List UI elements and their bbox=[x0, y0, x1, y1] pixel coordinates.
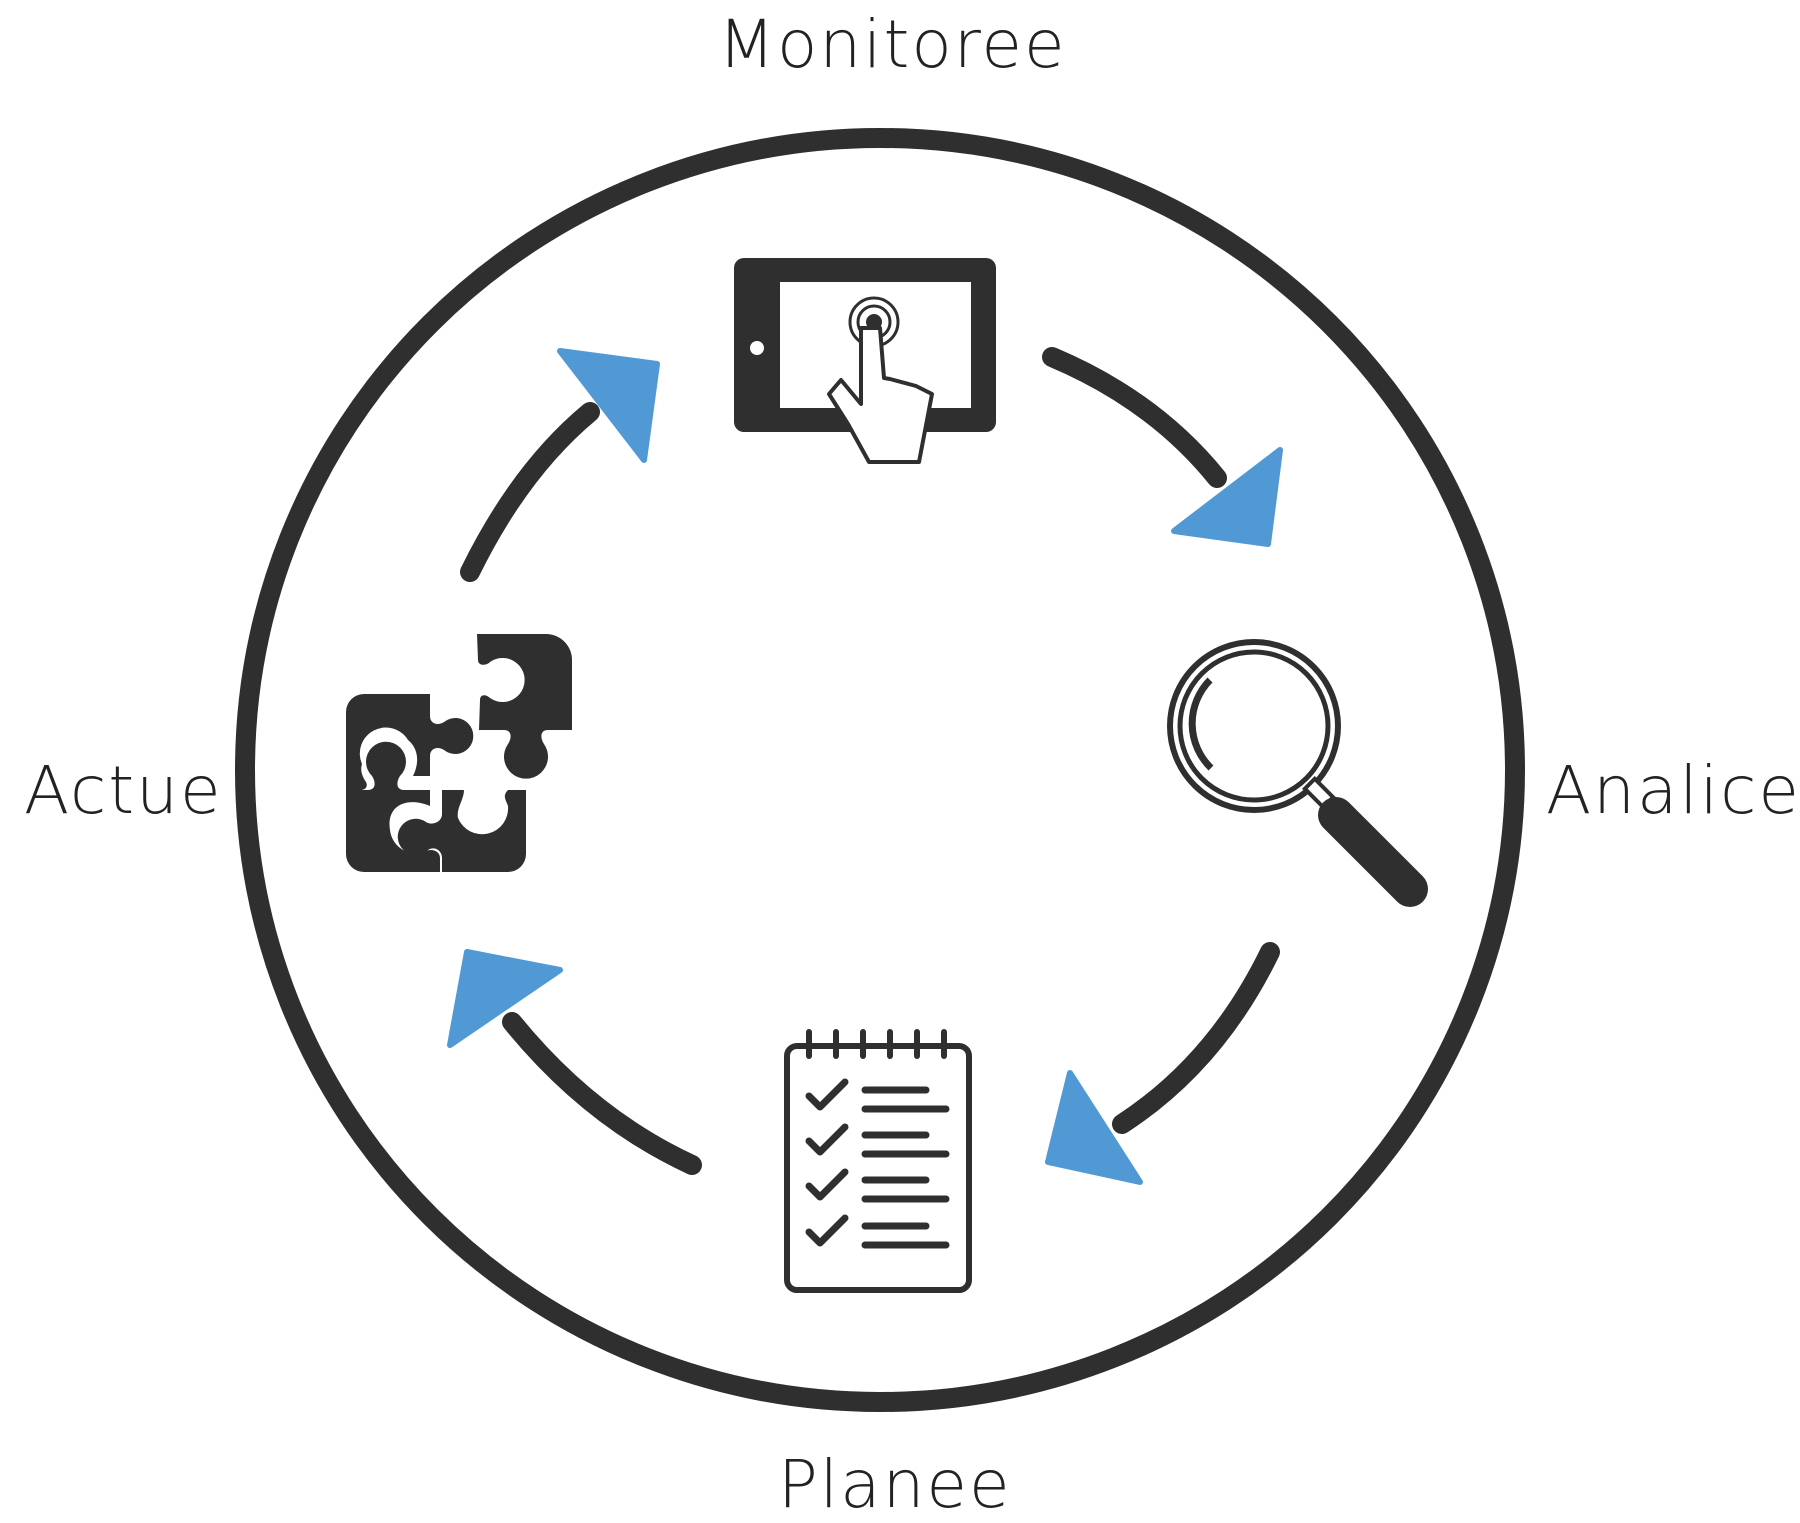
arrow-monitor-to-analyze-shaft bbox=[1042, 347, 1227, 488]
tablet-touch-icon bbox=[734, 258, 996, 464]
arrow-monitor-to-analyze-head bbox=[1171, 447, 1283, 547]
cycle-circle bbox=[235, 128, 1525, 1412]
arrow-plan-to-act-shaft bbox=[502, 1012, 702, 1175]
arrow-analyze-to-plan-shaft bbox=[1112, 942, 1280, 1134]
arrow-act-to-monitor-head bbox=[557, 348, 660, 463]
stage-label-act: Actue bbox=[24, 752, 223, 829]
checklist-notepad-icon bbox=[784, 1029, 972, 1293]
stage-label-monitor: Monitoree bbox=[718, 6, 1067, 83]
magnifying-glass-icon bbox=[1167, 639, 1428, 907]
stage-label-plan: Planee bbox=[778, 1446, 1012, 1523]
puzzle-pieces-icon bbox=[346, 634, 572, 872]
arrow-analyze-to-plan-head bbox=[1045, 1070, 1143, 1185]
arrow-plan-to-act-head bbox=[447, 949, 563, 1048]
stage-label-analyze: Analice bbox=[1546, 752, 1800, 829]
arrow-act-to-monitor-shaft bbox=[460, 402, 600, 582]
